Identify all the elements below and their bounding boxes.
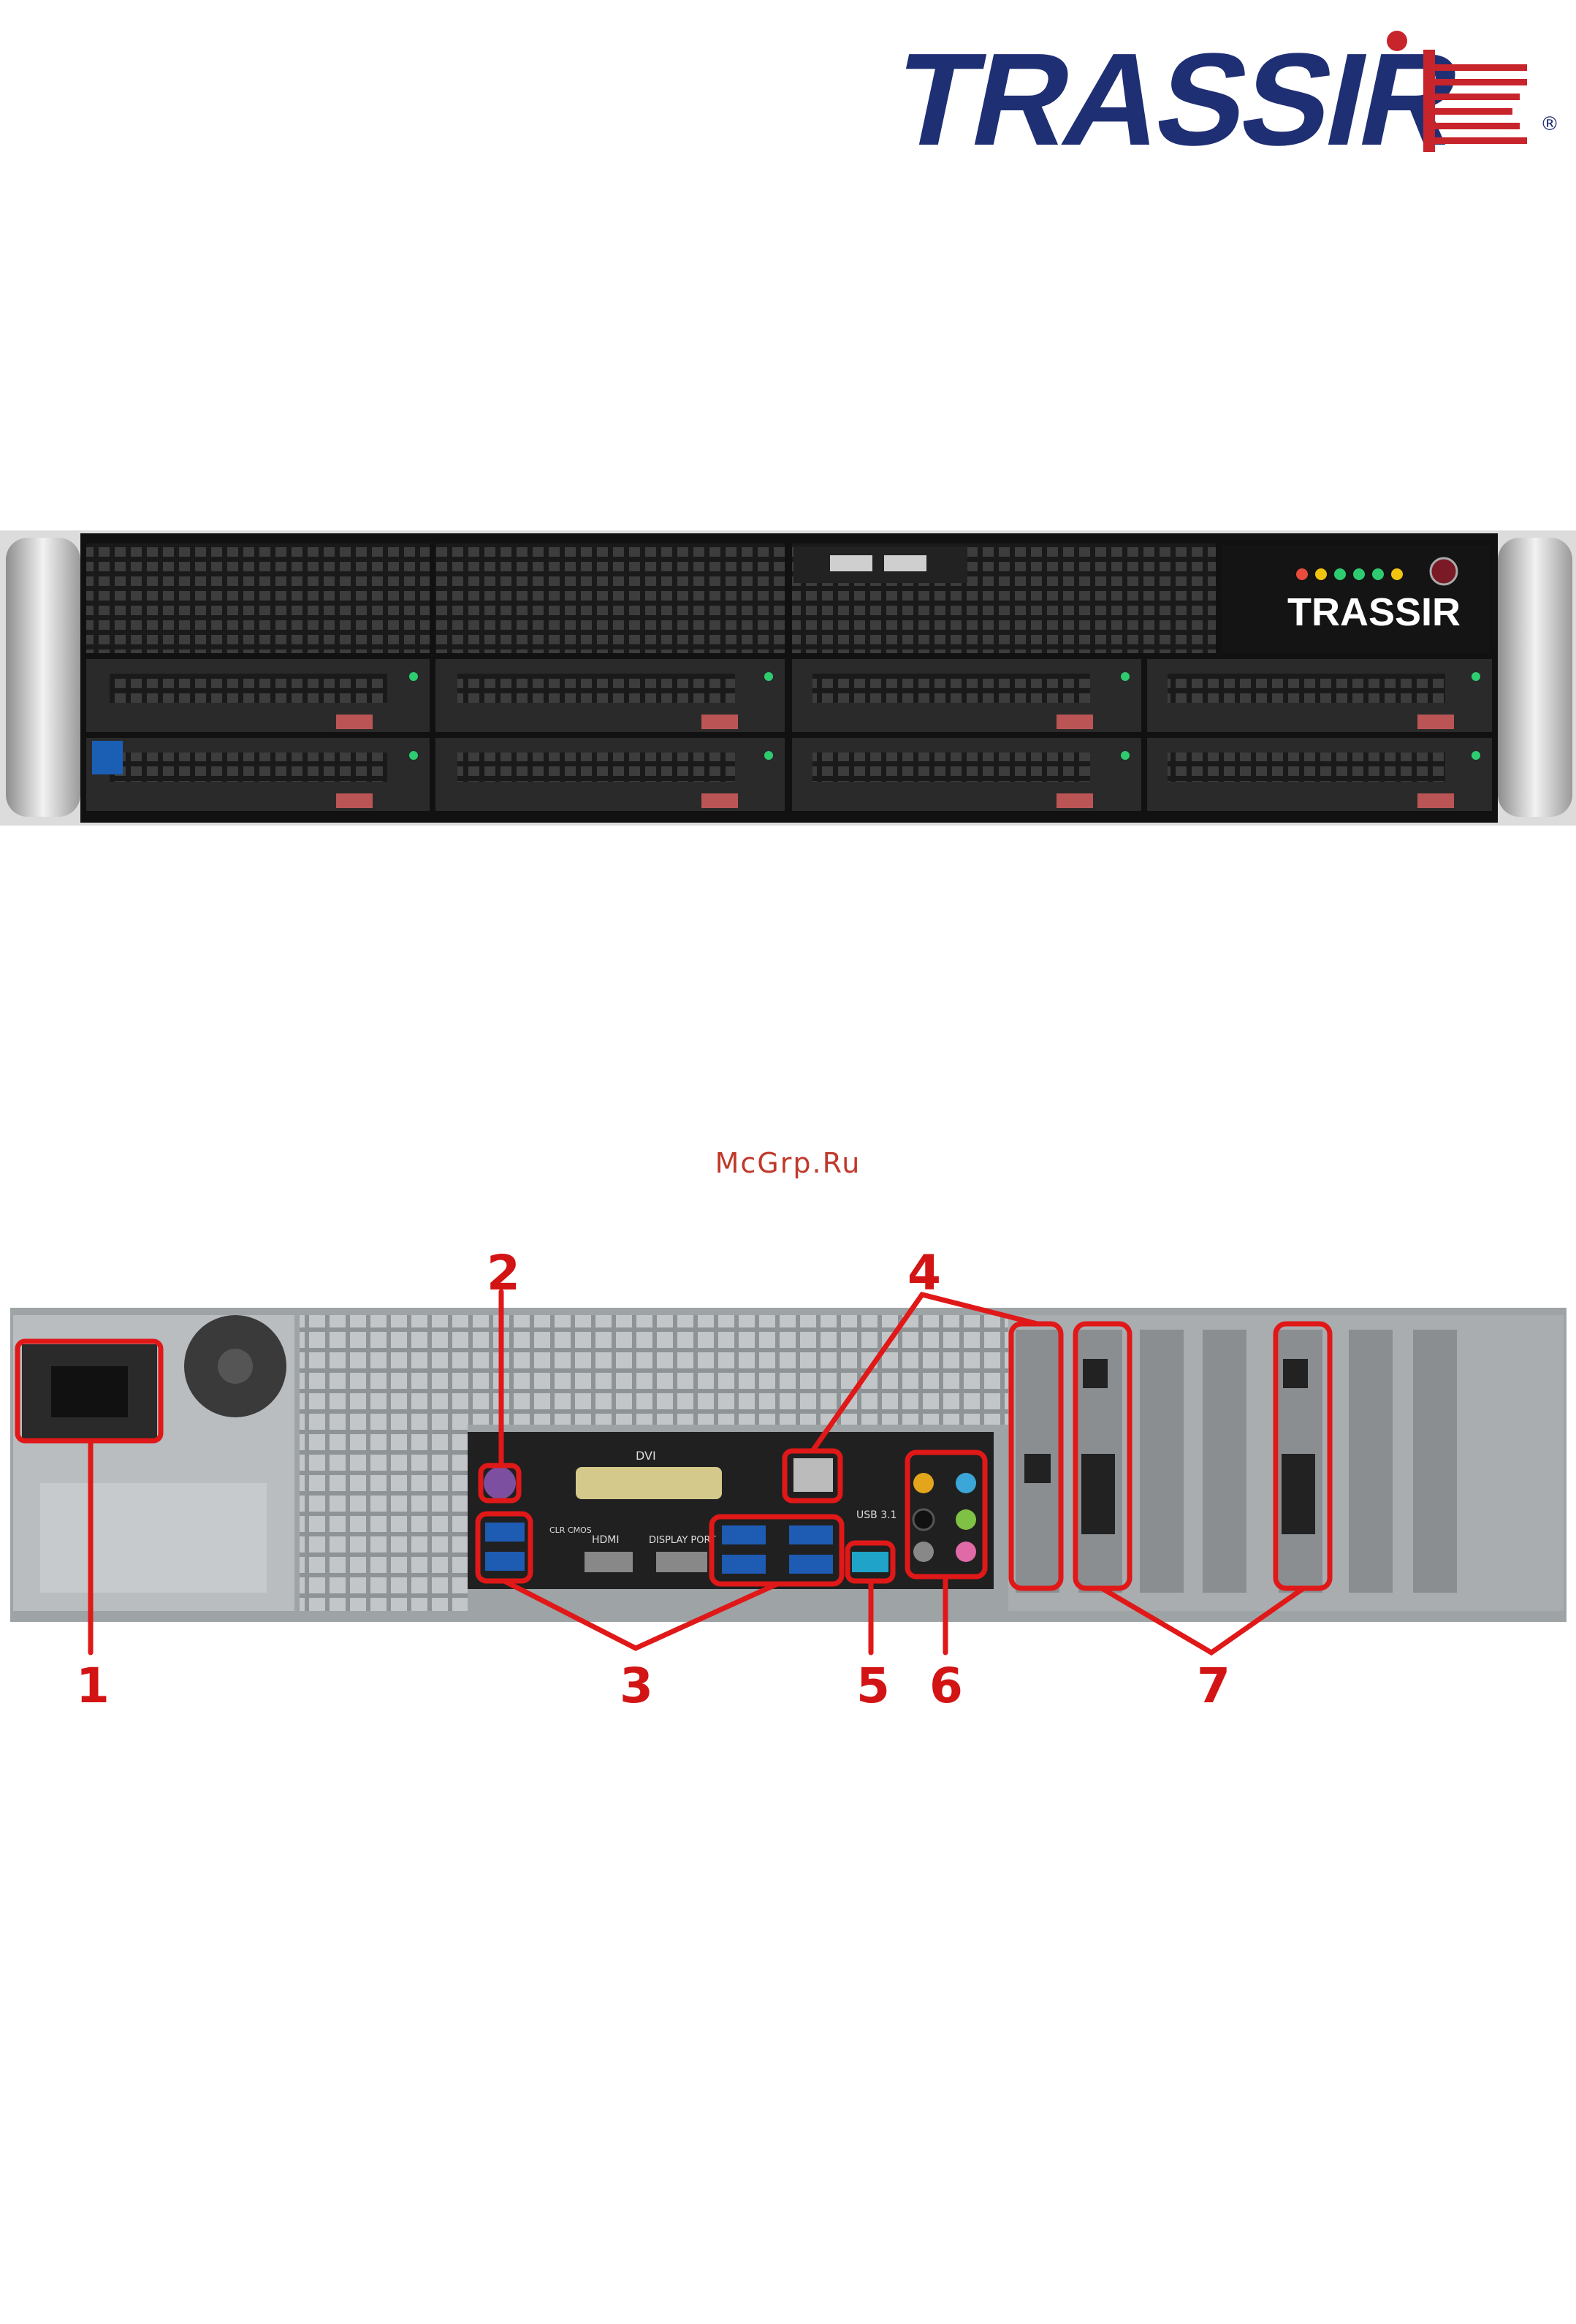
usb2-port-2: [485, 1552, 525, 1571]
watermark: McGrp.Ru: [0, 1147, 1576, 1179]
drive-bay-7: [1147, 659, 1492, 732]
hdmi-port: [585, 1552, 633, 1572]
usb31-port: [852, 1552, 888, 1572]
front-usb-1: [830, 555, 872, 571]
gpu1-dvi: [1081, 1454, 1115, 1534]
callout-7: 7: [1197, 1658, 1230, 1714]
front-bezel-logo: TRASSIR: [1287, 590, 1461, 634]
dvi-port: [576, 1467, 722, 1499]
left-rack-handle: [6, 538, 80, 817]
drive-bay-6: [792, 738, 1141, 811]
drive-bay-2: [86, 738, 430, 811]
gpu2-dvi: [1282, 1454, 1315, 1534]
registered-mark: ®: [1540, 113, 1559, 135]
drive-bay-4: [435, 738, 785, 811]
clr-cmos-label: CLR CMOS: [549, 1525, 592, 1535]
callout-4: 4: [907, 1245, 941, 1301]
callout-2: 2: [487, 1245, 520, 1301]
display-port-label: DISPLAY PORT: [649, 1535, 716, 1546]
logo-text: TRASSIR: [886, 26, 1471, 173]
usb2-port-1: [485, 1523, 525, 1542]
front-vent-1: [86, 544, 430, 653]
callout-5: 5: [856, 1658, 890, 1714]
drive-bay-3: [435, 659, 785, 732]
hdmi-label: HDMI: [592, 1534, 620, 1546]
usb3-port-2: [722, 1555, 766, 1574]
front-vent-2: [435, 544, 785, 653]
front-usb-2: [884, 555, 926, 571]
callout-1: 1: [76, 1658, 110, 1714]
drive-bay-5: [792, 659, 1141, 732]
server-rear-diagram: DVI CLR CMOS HDMI DISPLAY PORT USB 3.1: [0, 1227, 1576, 1724]
logo-dot: [1387, 31, 1407, 51]
ps2-port: [484, 1467, 516, 1499]
drive-bay-1: [86, 659, 430, 732]
callout-6: 6: [929, 1658, 963, 1714]
cpu-sticker: [92, 741, 123, 774]
right-rack-handle: [1498, 538, 1572, 817]
server-front-photo: TRASSIR: [0, 530, 1576, 826]
trassir-logo: TRASSIR ®: [886, 20, 1565, 174]
power-button: [1431, 558, 1457, 584]
addon-lan-port: [1024, 1454, 1051, 1483]
display-port: [656, 1552, 707, 1572]
lan-port: [793, 1458, 833, 1492]
usb3-port-4: [789, 1555, 833, 1574]
usb3-port-3: [789, 1525, 833, 1544]
dvi-label: DVI: [636, 1449, 656, 1463]
drive-bay-8: [1147, 738, 1492, 811]
usb3-port-1: [722, 1525, 766, 1544]
callout-3: 3: [620, 1658, 653, 1714]
usb31-label: USB 3.1: [856, 1509, 897, 1521]
